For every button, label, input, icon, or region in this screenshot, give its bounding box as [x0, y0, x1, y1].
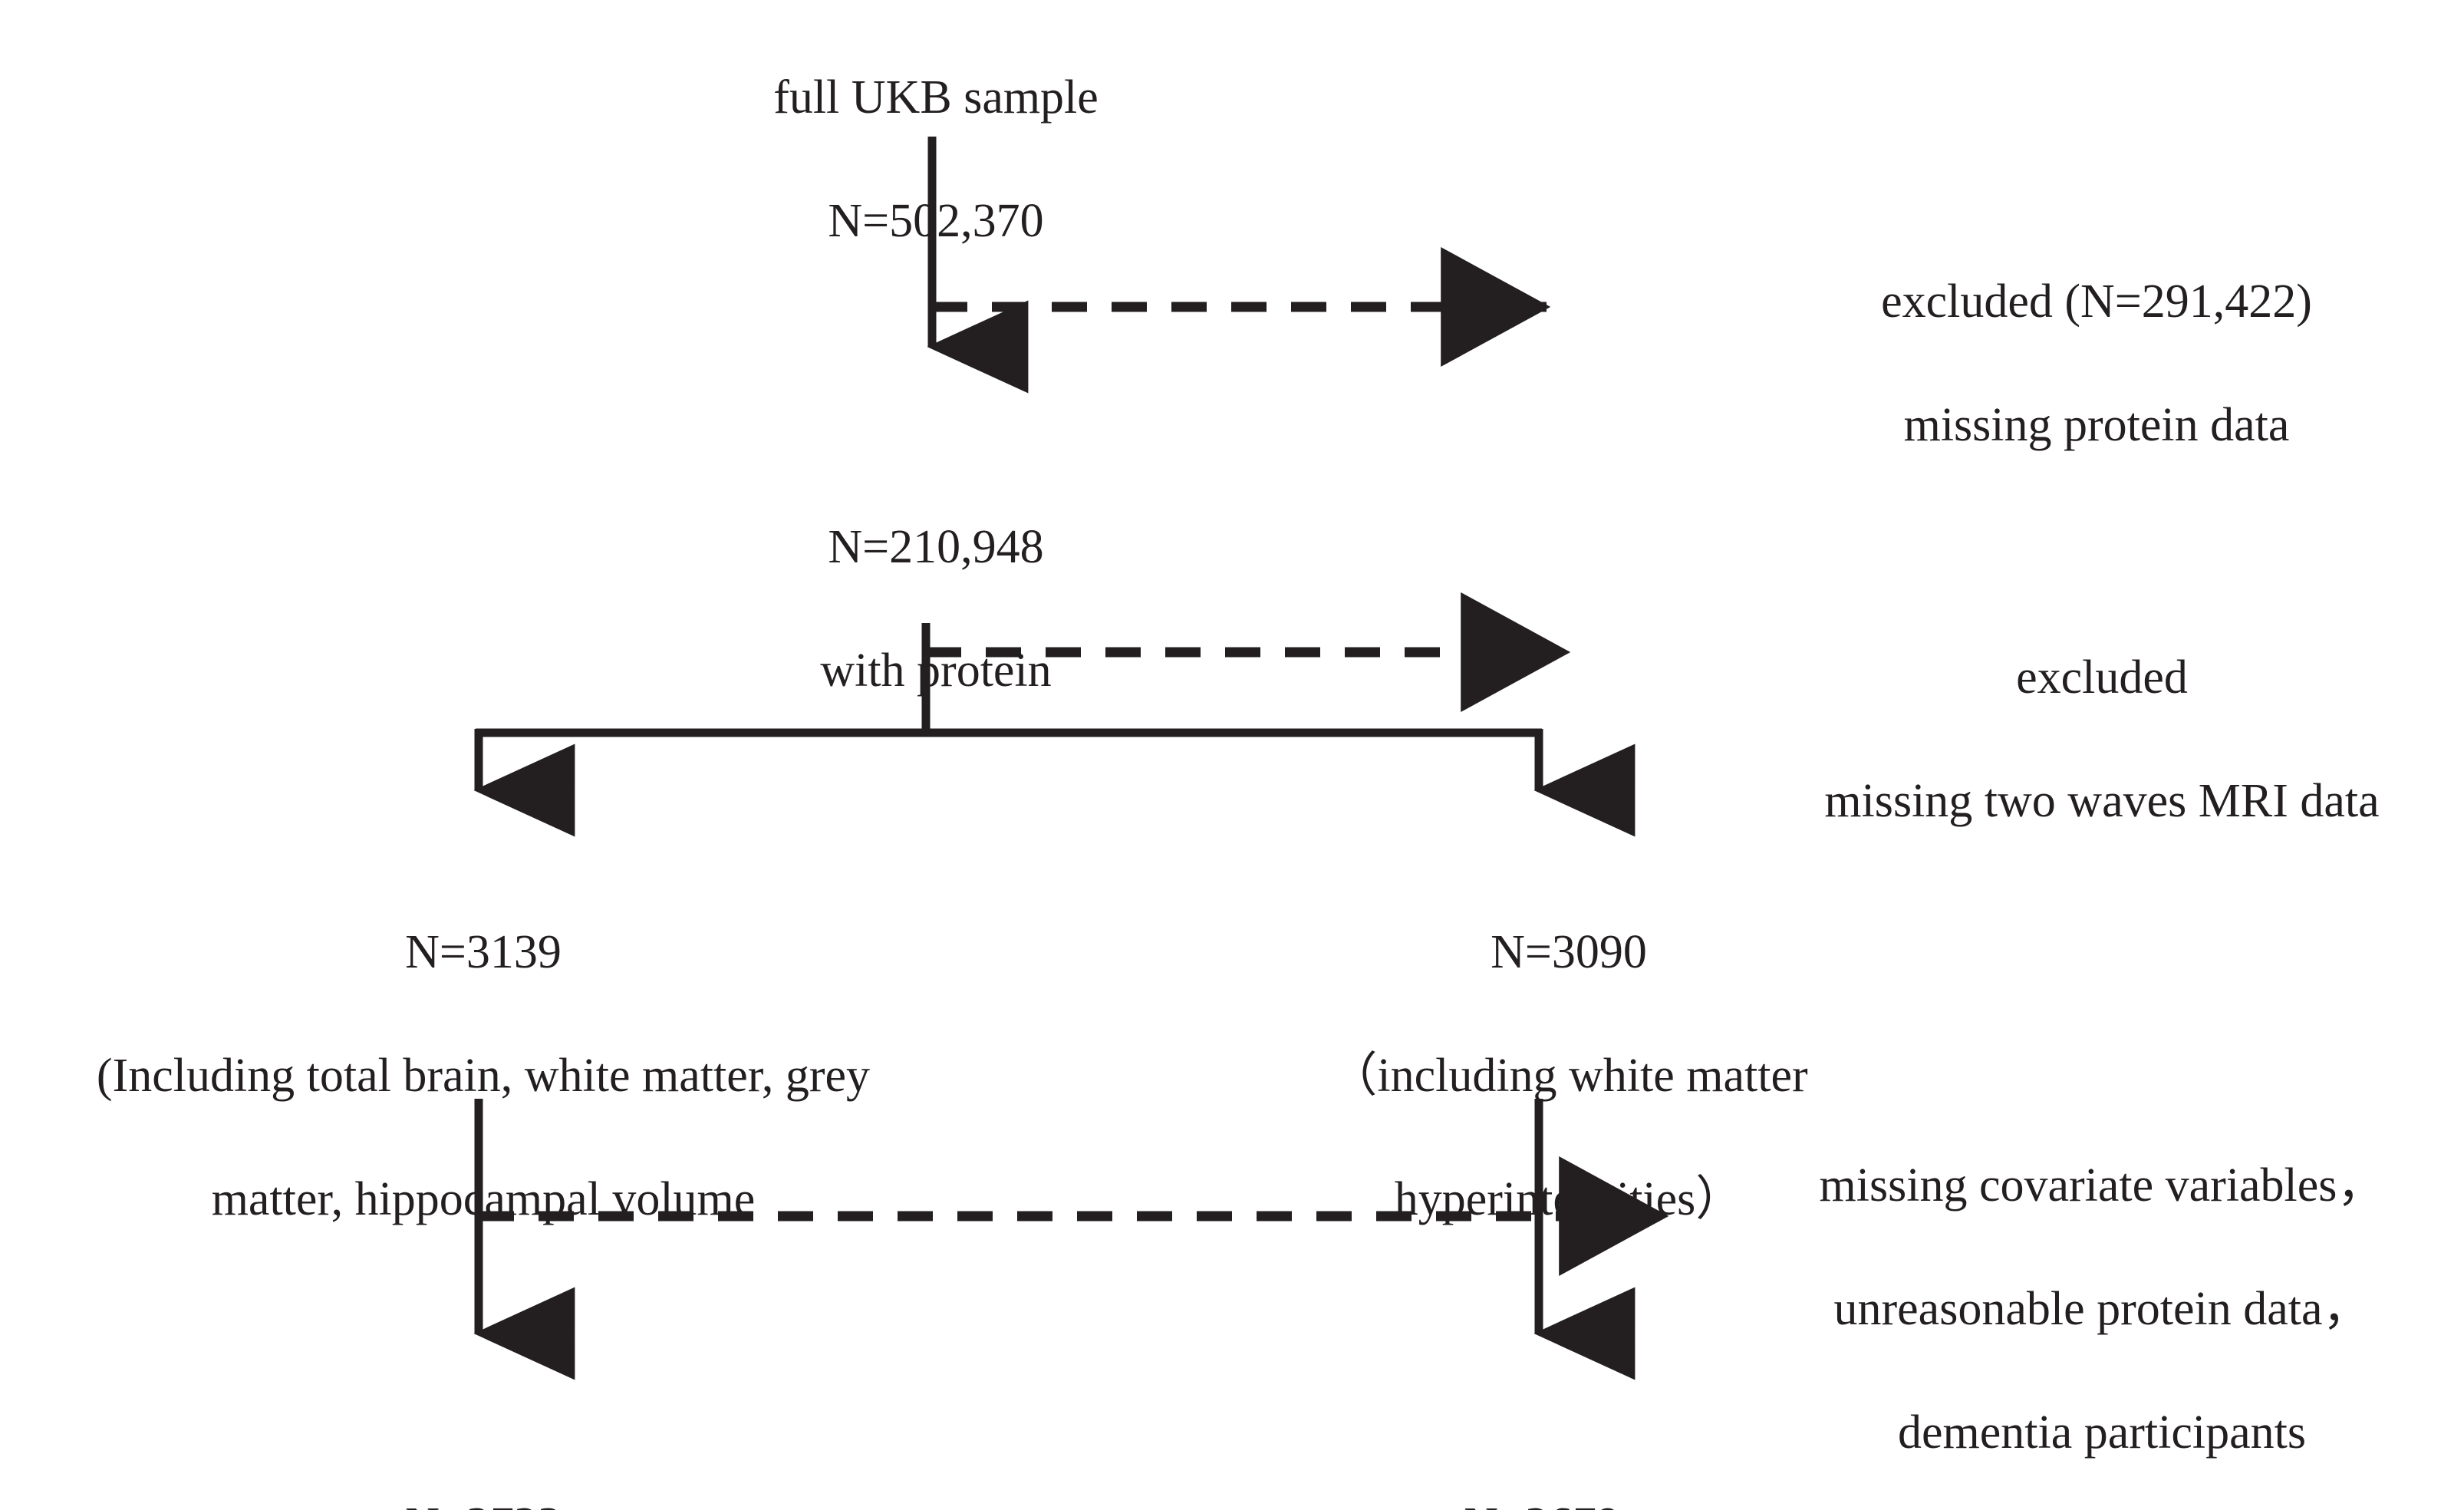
node-right-branch: N=3090 （including white matter hyperinte… [1174, 859, 1964, 1292]
label-exclusion-missing-mri-line1: excluded [2016, 651, 2188, 704]
label-exclusion-missing-protein-line2: missing protein data [1903, 398, 2290, 451]
label-exclusion-missing-covariates-line1: missing covariate variables， [1819, 1159, 2385, 1212]
label-exclusion-missing-mri: excluded missing two waves MRI data [1740, 585, 2464, 894]
node-full-sample-line2: N=502,370 [828, 194, 1044, 247]
node-right-final-line1: N=2679 [1312, 1494, 1772, 1510]
node-left-branch-line1: N=3139 [405, 925, 562, 978]
label-exclusion-missing-covariates: missing covariate variables， unreasonabl… [1740, 1093, 2464, 1510]
node-with-protein-line1: N=210,948 [828, 520, 1044, 573]
label-exclusion-missing-covariates-line3: dementia participants [1898, 1406, 2306, 1459]
label-exclusion-missing-protein: excluded (N=291,422) missing protein dat… [1740, 209, 2453, 518]
node-right-branch-line3: hyperintensities） [1394, 1172, 1744, 1225]
label-exclusion-missing-mri-line2: missing two waves MRI data [1824, 774, 2380, 827]
node-left-final-line1: N=2723 [253, 1494, 713, 1510]
node-full-sample: full UKB sample N=502,370 [537, 5, 1335, 314]
node-with-protein-line2: with protein [820, 644, 1052, 697]
node-left-branch: N=3139 (Including total brain, white mat… [0, 859, 982, 1292]
label-exclusion-missing-covariates-line2: unreasonable protein data， [1833, 1282, 2370, 1335]
node-right-branch-line1: N=3090 [1491, 925, 1647, 978]
label-exclusion-missing-protein-line1: excluded (N=291,422) [1881, 275, 2312, 328]
node-right-final: N=2679 [1312, 1432, 1772, 1510]
node-with-protein: N=210,948 with protein [537, 454, 1335, 763]
node-left-final: N=2723 [253, 1432, 713, 1510]
node-right-branch-line2: （including white matter [1329, 1049, 1808, 1102]
node-left-branch-line3: matter, hippocampal volume [211, 1172, 756, 1225]
node-left-branch-line2: (Including total brain, white matter, gr… [96, 1049, 871, 1102]
node-full-sample-line1: full UKB sample [773, 71, 1099, 124]
